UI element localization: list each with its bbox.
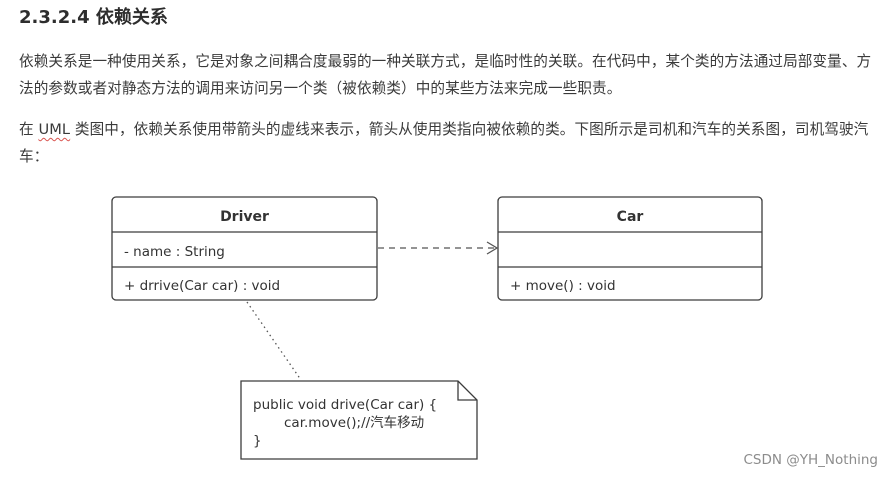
paragraph-rest: 类图中，依赖关系使用带箭头的虚线来表示，箭头从使用类指向被依赖的类。下图所示是司… bbox=[19, 121, 869, 165]
car-class-outline bbox=[497, 196, 763, 301]
note-line-1: public void drive(Car car) { bbox=[253, 397, 437, 413]
section-heading: 2.3.2.4 依赖关系 bbox=[19, 7, 168, 28]
note-line-2: car.move();//汽车移动 bbox=[284, 414, 424, 431]
paragraph-prefix: 在 bbox=[19, 121, 39, 138]
dependency-arrow bbox=[378, 241, 499, 255]
dependency-arrowhead bbox=[486, 241, 499, 255]
paragraph-uml-description: 在 UML 类图中，依赖关系使用带箭头的虚线来表示，箭头从使用类指向被依赖的类。… bbox=[19, 116, 881, 170]
code-note: public void drive(Car car) { car.move();… bbox=[240, 380, 478, 460]
note-line-3: } bbox=[253, 433, 262, 449]
note-folded-corner bbox=[457, 381, 477, 401]
car-class-name: Car bbox=[617, 209, 644, 225]
note-outline bbox=[240, 380, 478, 460]
driver-operation: + drrive(Car car) : void bbox=[124, 278, 280, 294]
car-operation: + move() : void bbox=[510, 278, 616, 294]
uml-spellcheck-word: UML bbox=[38, 121, 71, 138]
driver-class-name: Driver bbox=[220, 209, 269, 225]
driver-class-outline bbox=[111, 196, 378, 301]
driver-class-box: Driver - name : String + drrive(Car car)… bbox=[111, 196, 378, 301]
csdn-watermark: CSDN @YH_Nothing bbox=[743, 452, 878, 468]
car-class-box: Car + move() : void bbox=[497, 196, 763, 301]
paragraph-dependency-definition: 依赖关系是一种使用关系，它是对象之间耦合度最弱的一种关联方式，是临时性的关联。在… bbox=[19, 53, 872, 97]
note-anchor-dotted-line bbox=[246, 301, 302, 381]
driver-attribute: - name : String bbox=[124, 244, 225, 260]
